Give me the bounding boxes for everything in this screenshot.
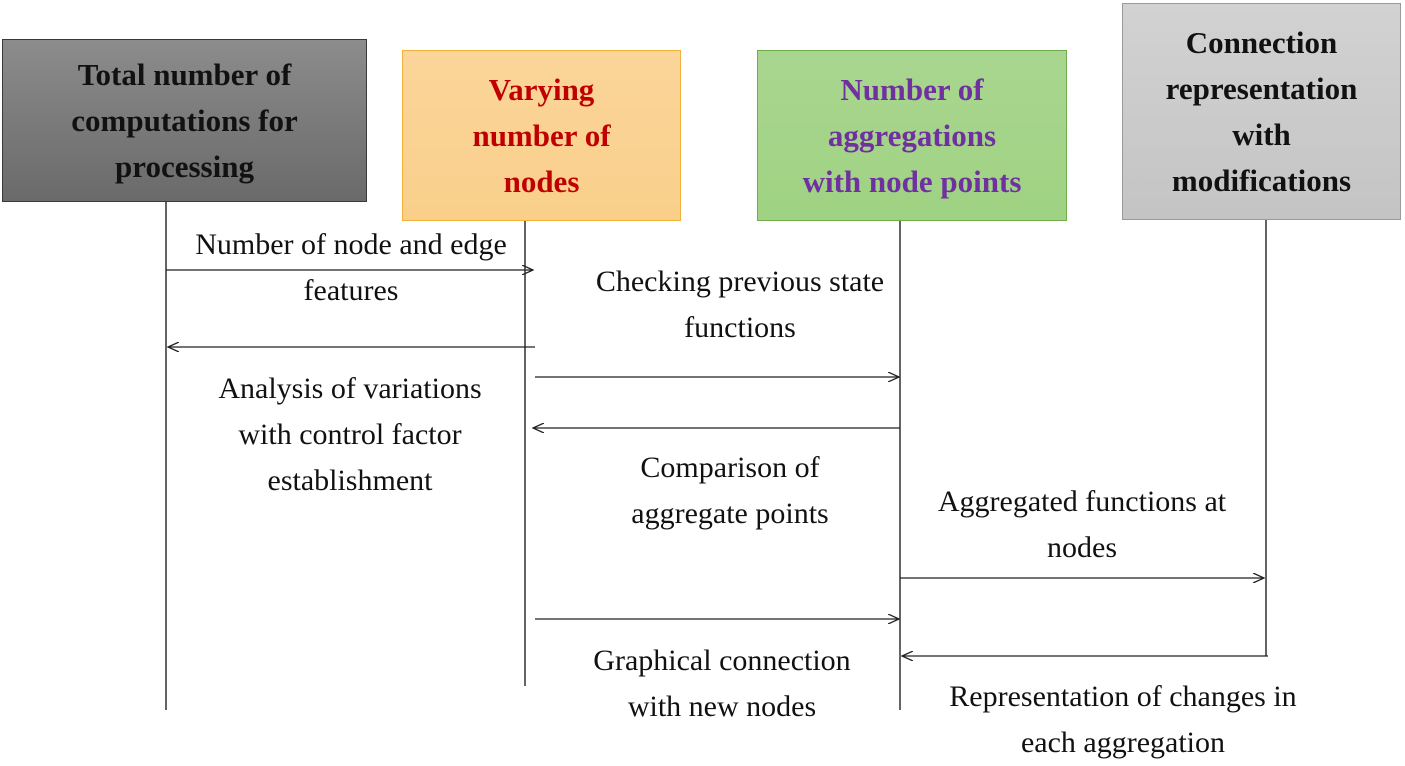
message-label-line: with control factor <box>238 418 462 451</box>
participant-label: Number of aggregations with node points <box>803 67 1022 205</box>
message-label-line: each aggregation <box>1020 726 1226 759</box>
participant-connection-representation: Connection representation with modificat… <box>1122 3 1401 220</box>
message-label-line: Checking previous state <box>595 265 885 298</box>
participant-label-line: Total number of <box>77 56 292 92</box>
participant-label-line: processing <box>115 148 254 184</box>
participant-label-line: nodes <box>503 163 580 199</box>
participant-label-line: Varying <box>488 71 595 107</box>
participant-label-line: Number of <box>840 71 984 107</box>
message-label-line: aggregate points <box>631 497 829 530</box>
participant-aggregations: Number of aggregations with node points <box>757 50 1067 221</box>
participant-label-line: aggregations <box>827 117 997 153</box>
message-label-m4: Comparison of aggregate points <box>580 445 880 537</box>
message-label-line: functions <box>684 311 796 344</box>
participant-label-line: Connection <box>1185 24 1338 60</box>
participant-label-line: representation <box>1165 70 1358 106</box>
message-label-line: Analysis of variations <box>218 372 482 405</box>
message-label-line: Aggregated functions at <box>937 485 1227 518</box>
message-label-m2: Analysis of variations with control fact… <box>170 366 530 504</box>
message-label-line: Comparison of <box>640 451 820 484</box>
participant-label-line: with node points <box>802 163 1022 199</box>
participant-label: Connection representation with modificat… <box>1166 20 1358 204</box>
participant-label: Varying number of nodes <box>472 67 610 205</box>
participant-label: Total number of computations for process… <box>71 52 297 190</box>
participant-varying-nodes: Varying number of nodes <box>402 50 681 221</box>
participant-label-line: with <box>1232 116 1291 152</box>
message-label-line: establishment <box>267 464 433 497</box>
message-label-m3: Checking previous state functions <box>555 259 925 351</box>
message-label-m6: Graphical connection with new nodes <box>557 638 887 730</box>
participant-label-line: number of <box>472 117 611 153</box>
message-label-m1: Number of node and edge features <box>156 222 546 314</box>
participant-total-computations: Total number of computations for process… <box>2 39 367 202</box>
participant-label-line: modifications <box>1171 162 1352 198</box>
message-label-line: Representation of changes in <box>949 680 1297 713</box>
message-label-line: features <box>303 274 399 307</box>
message-label-line: nodes <box>1047 531 1117 564</box>
message-label-m5: Aggregated functions at nodes <box>897 479 1267 571</box>
message-label-line: Graphical connection <box>593 644 851 677</box>
message-label-m7: Representation of changes in each aggreg… <box>903 674 1343 766</box>
message-label-line: with new nodes <box>627 690 817 723</box>
participant-label-line: computations for <box>71 102 298 138</box>
message-label-line: Number of node and edge <box>195 228 507 261</box>
